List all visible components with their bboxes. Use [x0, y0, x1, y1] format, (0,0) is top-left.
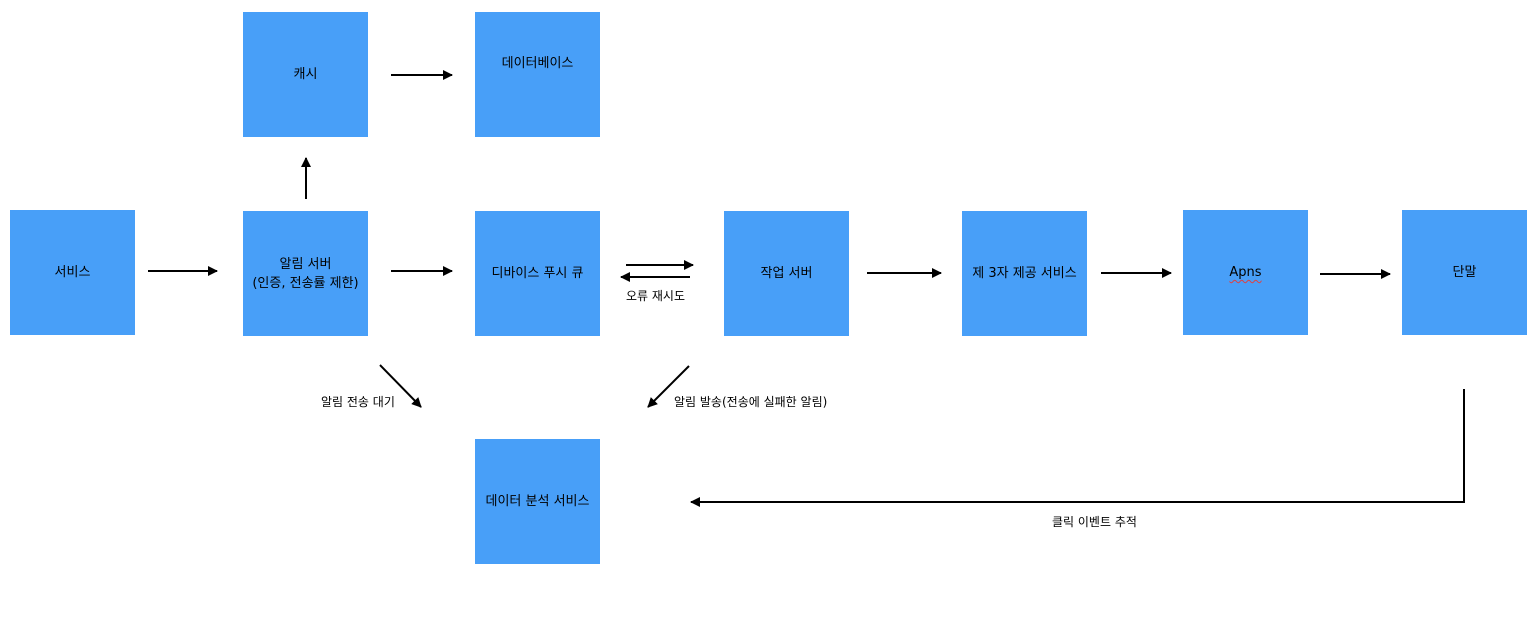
arrow-worker-to-analytics	[647, 365, 690, 408]
arrow-notification-server-to-analytics	[379, 364, 422, 408]
arrow-device-to-analytics	[690, 389, 1465, 507]
node-device-push-queue-label: 디바이스 푸시 큐	[491, 266, 584, 281]
node-analytics-service-label: 데이터 분석 서비스	[485, 494, 590, 509]
node-third-party-service[interactable]: 제 3자 제공 서비스	[962, 211, 1087, 336]
node-worker-server-label: 작업 서버	[760, 266, 813, 281]
edge-label-pending-send: 알림 전송 대기	[321, 395, 395, 409]
edge-label-sent-notification: 알림 발송(전송에 실패한 알림)	[674, 395, 828, 409]
node-apns[interactable]: Apns	[1183, 210, 1308, 335]
node-notification-server-label: 알림 서버 (인증, 전송률 제한)	[252, 256, 359, 291]
node-cache[interactable]: 캐시	[243, 12, 368, 137]
node-third-party-service-label: 제 3자 제공 서비스	[972, 266, 1077, 281]
node-device-push-queue[interactable]: 디바이스 푸시 큐	[475, 211, 600, 336]
node-cache-label: 캐시	[293, 67, 318, 82]
edge-label-click-tracking: 클릭 이벤트 추적	[1052, 515, 1137, 529]
node-service[interactable]: 서비스	[10, 210, 135, 335]
node-device[interactable]: 단말	[1402, 210, 1527, 335]
node-device-label: 단말	[1452, 265, 1477, 280]
node-worker-server[interactable]: 작업 서버	[724, 211, 849, 336]
node-service-label: 서비스	[54, 265, 91, 280]
node-apns-label: Apns	[1229, 265, 1262, 280]
node-analytics-service[interactable]: 데이터 분석 서비스	[475, 439, 600, 564]
node-database[interactable]: 데이터베이스	[475, 12, 600, 137]
node-notification-server[interactable]: 알림 서버 (인증, 전송률 제한)	[243, 211, 368, 336]
node-database-label: 데이터베이스	[501, 56, 574, 71]
edge-label-retry-on-error: 오류 재시도	[626, 289, 686, 303]
